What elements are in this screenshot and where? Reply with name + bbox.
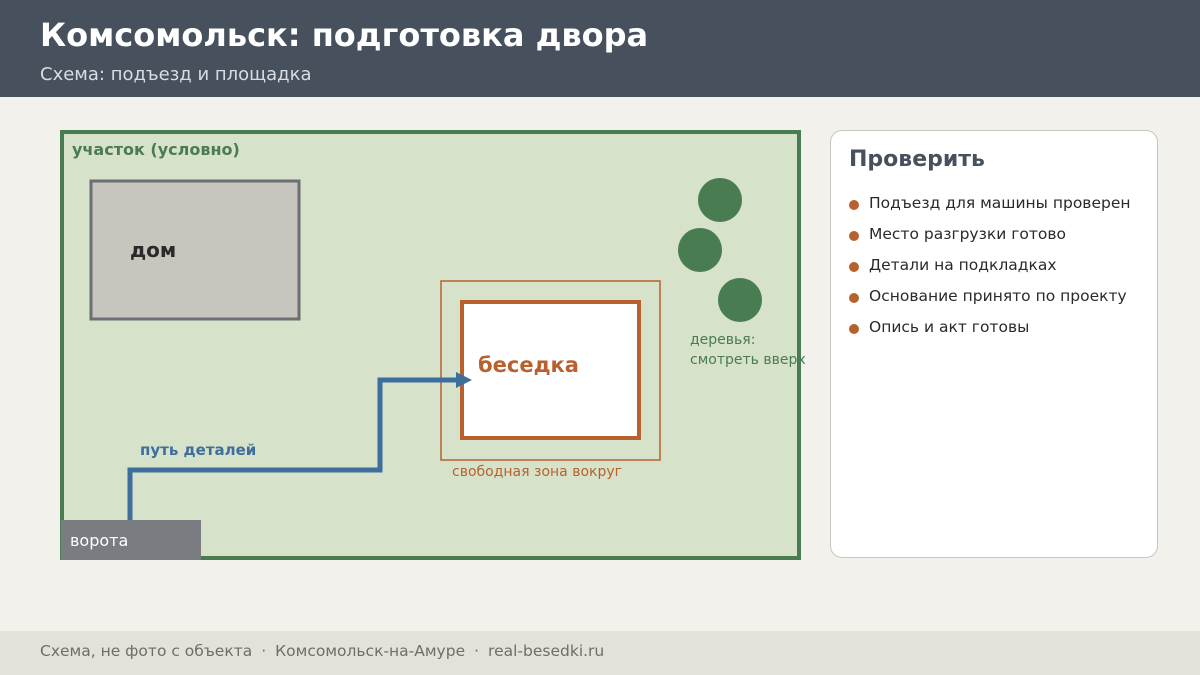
footer: Схема, не фото с объекта · Комсомольск-на-… [0, 631, 1200, 675]
yard-diagram: участок (условно) дом беседка свободная … [60, 130, 806, 560]
gazebo-label: беседка [478, 353, 579, 377]
checklist-item-text: Подъезд для машины проверен [869, 194, 1131, 212]
checklist-item-text: Детали на подкладках [869, 256, 1057, 274]
checklist-item: Детали на подкладках [849, 255, 1149, 276]
clear-zone [440, 280, 661, 461]
footer-separator: · [474, 642, 480, 660]
footer-site-link[interactable]: real-besedki.ru [488, 642, 605, 660]
trees-label-line1: деревья: [690, 332, 755, 348]
page-title: Комсомольск: подготовка двора [40, 16, 649, 54]
path-label: путь деталей [140, 441, 256, 459]
header: Комсомольск: подготовка двора Схема: под… [0, 0, 1200, 97]
footer-city: Комсомольск-на-Амуре [275, 642, 466, 660]
plot-label: участок (условно) [72, 140, 240, 159]
checklist-item-text: Место разгрузки готово [869, 225, 1066, 243]
tree-icon [718, 278, 762, 322]
bullet-icon [849, 324, 859, 334]
gate-label: ворота [70, 531, 128, 550]
clear-zone-label: свободная зона вокруг [452, 464, 622, 480]
checklist-title: Проверить [849, 147, 985, 172]
tree-icon [678, 228, 722, 272]
checklist: Подъезд для машины проверен Место разгру… [849, 193, 1149, 348]
bullet-icon [849, 262, 859, 272]
bullet-icon [849, 200, 859, 210]
delivery-path [127, 377, 458, 520]
footer-note: Схема, не фото с объекта [40, 642, 253, 660]
bullet-icon [849, 293, 859, 303]
bullet-icon [849, 231, 859, 241]
house-label: дом [130, 238, 176, 262]
footer-text: Схема, не фото с объекта · Комсомольск-на-… [40, 642, 604, 660]
footer-separator: · [261, 642, 267, 660]
arrow-head-icon [456, 372, 472, 388]
checklist-item-text: Основание принято по проекту [869, 287, 1127, 305]
trees-label-line2: смотреть вверх [690, 352, 806, 368]
gazebo [460, 300, 641, 440]
gate [61, 520, 201, 560]
tree-icon [698, 178, 742, 222]
page-subtitle: Схема: подъезд и площадка [40, 64, 312, 85]
checklist-item-text: Опись и акт готовы [869, 318, 1030, 336]
checklist-item: Место разгрузки готово [849, 224, 1149, 245]
checklist-panel: Проверить Подъезд для машины проверен Ме… [830, 130, 1158, 558]
checklist-item: Подъезд для машины проверен [849, 193, 1149, 214]
checklist-item: Основание принято по проекту [849, 286, 1149, 307]
checklist-item: Опись и акт готовы [849, 317, 1149, 338]
house [89, 179, 301, 321]
